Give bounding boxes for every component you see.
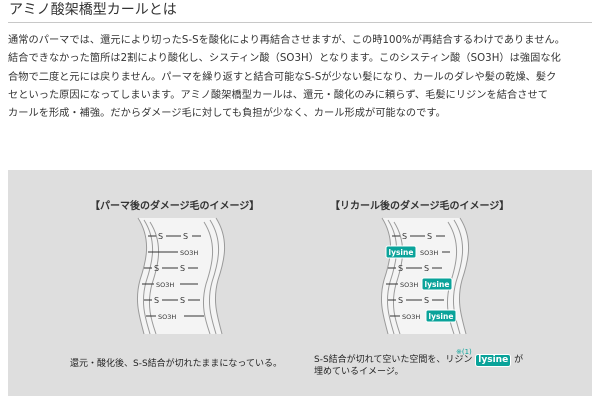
recurl-hair-illustration: S S lysine SO3H S S SO3H lysine S S SO3H xyxy=(381,217,470,335)
paragraph-line: 合物で二度と元には戻りません。パーマを繰り返すと結合可能なS-Sが少ない髪になり… xyxy=(8,71,557,83)
lysine-label: lysine xyxy=(429,312,454,321)
damaged-hair-illustration: S S SO3H S S SO3H S S SO3H xyxy=(137,217,226,335)
recurl-hair-caption-line2: 埋めているイメージ。 xyxy=(314,367,404,377)
damaged-hair-title: 【パーマ後のダメージ毛のイメージ】 xyxy=(90,201,260,212)
so3h-label: SO3H xyxy=(400,281,418,289)
recurl-hair-title: 【リカール後のダメージ毛のイメージ】 xyxy=(330,201,510,212)
sulfur-label: S xyxy=(402,232,407,241)
paragraph-line: 結合できなかった箇所は2割により酸化し、システィン酸（SO3H）となります。この… xyxy=(8,53,561,65)
recurl-hair-caption: S-S結合が切れて空いた空間を、リジン lysine が xyxy=(314,354,523,367)
description-paragraph: 通常のパーマでは、還元により切ったS-Sを酸化により再結合させますが、この時10… xyxy=(8,32,592,123)
so3h-label: SO3H xyxy=(156,281,174,289)
sulfur-label: S xyxy=(180,264,185,273)
sulfur-label: S xyxy=(427,232,432,241)
sulfur-label: S xyxy=(154,296,159,305)
sulfur-label: S xyxy=(398,296,403,305)
so3h-label: SO3H xyxy=(180,249,198,257)
so3h-label: SO3H xyxy=(402,313,420,321)
sulfur-label: S xyxy=(398,264,403,273)
sulfur-label: S xyxy=(424,296,429,305)
sulfur-label: S xyxy=(154,264,159,273)
sulfur-label: S xyxy=(424,264,429,273)
sulfur-label: S xyxy=(158,232,163,241)
lysine-label: lysine xyxy=(425,280,450,289)
lysine-badge xyxy=(425,309,457,323)
paragraph-line: カールを形成・補強。だからダメージ毛に対しても負担が少なく、カール形成が可能なの… xyxy=(8,108,446,120)
paragraph-line: 通常のパーマでは、還元により切ったS-Sを酸化により再結合させますが、この時10… xyxy=(8,35,565,46)
lysine-badge xyxy=(421,277,453,291)
lysine-inline-badge: lysine xyxy=(475,354,512,367)
paragraph-line: セといった原因になってしまいます。アミノ酸架橋型カールは、還元・酸化のみに頼らず… xyxy=(8,89,548,101)
sulfur-label: S xyxy=(183,232,188,241)
caption-text: が xyxy=(514,355,524,365)
sulfur-label: S xyxy=(180,296,185,305)
so3h-label: SO3H xyxy=(158,313,176,321)
caption-text: S-S結合が切れて空いた空間を、リジン xyxy=(314,355,473,365)
footnote-mark: ※(1) xyxy=(456,348,472,356)
lysine-label: lysine xyxy=(389,248,414,257)
illustration-panel: 【パーマ後のダメージ毛のイメージ】 【リカール後のダメージ毛のイメージ】 S S… xyxy=(8,170,592,396)
page-heading: アミノ酸架橋型カールとは xyxy=(8,1,592,23)
damaged-hair-caption: 還元・酸化後、S-S結合が切れたままになっている。 xyxy=(70,359,282,369)
so3h-label: SO3H xyxy=(420,249,438,257)
lysine-badge xyxy=(385,245,417,259)
